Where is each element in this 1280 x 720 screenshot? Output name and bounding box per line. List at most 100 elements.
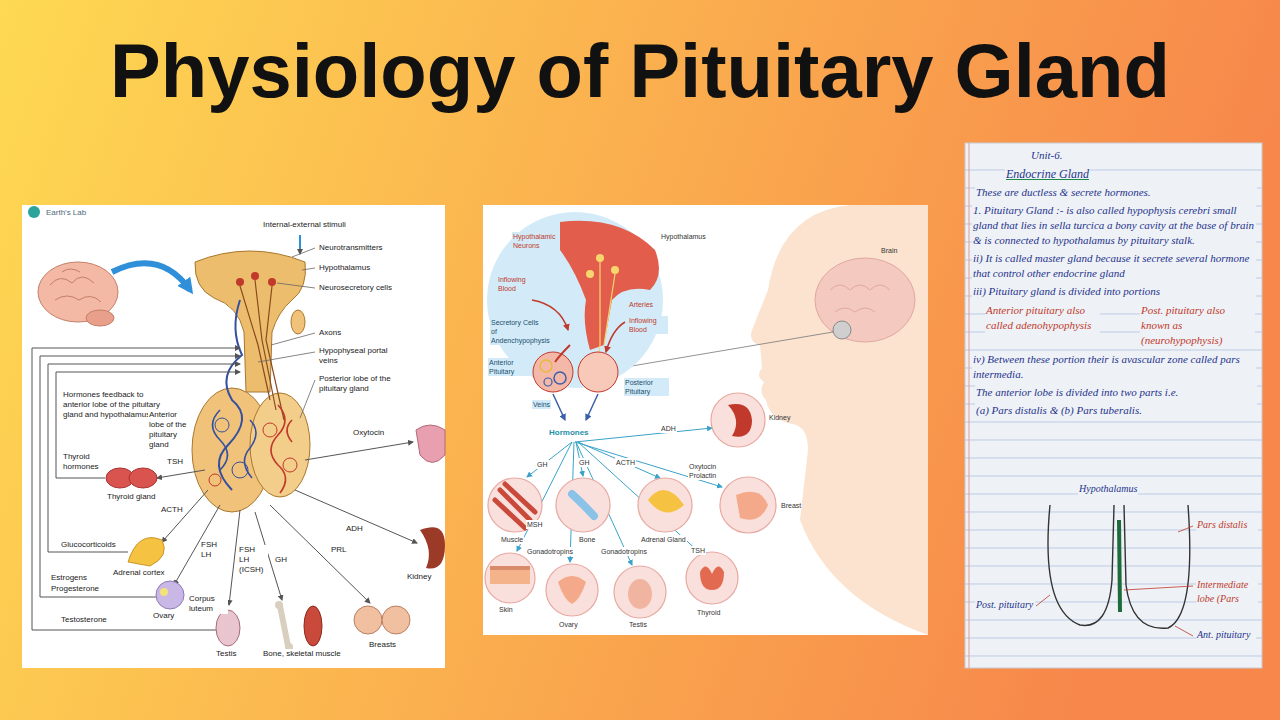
figure-label: Arteries: [628, 300, 654, 309]
stimuli-arrow: [299, 235, 301, 254]
figure-label: Inflowing Blood: [497, 275, 537, 293]
art-path: [416, 425, 445, 463]
organ-illustrations: [106, 425, 445, 651]
art-circle: [485, 553, 535, 603]
art-rect: [22, 205, 445, 668]
art-rect: [483, 205, 928, 635]
sketch-label: Post. pituitary: [975, 598, 1035, 612]
art-path: [40, 356, 240, 597]
art-circle: [586, 270, 594, 278]
pituitary-locator: [833, 321, 851, 339]
art-path: [157, 470, 205, 478]
figure-label: Neurotransmitters: [318, 243, 384, 253]
art-ellipse: [216, 610, 240, 646]
art-line: [1124, 586, 1193, 590]
figure-label: Hypothalamus: [660, 232, 707, 241]
art-path: [271, 405, 292, 493]
note-text: (a) Pars distalis & (b) Pars tuberalis.: [975, 403, 1257, 418]
figure-label: Breast: [780, 501, 802, 510]
figure-label: Bone, skeletal muscle: [262, 649, 342, 659]
art-path: [736, 492, 768, 520]
leader-lines: [258, 248, 315, 418]
feedback-lines: [32, 348, 240, 630]
art-circle: [556, 478, 610, 532]
art-ellipse: [628, 579, 652, 609]
figure-label: GH: [274, 555, 288, 565]
figure-label: Thyroid gland: [106, 492, 156, 502]
pituitary-illustration: [192, 251, 310, 512]
art-rect: [965, 143, 1262, 668]
art-path: [270, 505, 370, 603]
art-circle: [236, 278, 244, 286]
figure-label: Neurosecretory cells: [318, 283, 393, 293]
art-path: [598, 262, 615, 360]
art-circle: [611, 266, 619, 274]
figure-label: Oxytocin: [688, 462, 717, 471]
art-circle: [251, 272, 259, 280]
art-path: [648, 490, 684, 512]
logo-icon: [28, 206, 40, 218]
figure-label: Skin: [498, 605, 514, 614]
figure-label: Posterior lobe of the pituitary gland: [318, 374, 398, 394]
art-path: [558, 576, 586, 604]
art-path: [586, 394, 598, 420]
hormone-arrows: [157, 442, 417, 605]
zoom-circle: [487, 212, 663, 388]
intermediate-lobe-mark: [1119, 520, 1120, 612]
art-path: [213, 410, 257, 478]
note-text: iii) Pituitary gland is divided into por…: [972, 284, 1256, 299]
art-line: [965, 440, 1262, 441]
art-line: [965, 476, 1262, 477]
figure-label: Kidney: [406, 572, 432, 582]
art-circle: [686, 552, 738, 604]
sketch-label: Ant. pituitary: [1196, 628, 1256, 642]
art-path: [700, 566, 724, 590]
art-rect: [490, 570, 530, 584]
figure-label: Hypophyseal portal veins: [318, 346, 398, 366]
figure-label: ACTH: [160, 505, 184, 515]
art-path: [606, 322, 625, 352]
art-path: [162, 490, 208, 542]
art-circle: [160, 588, 168, 596]
figure-label: Brain: [880, 246, 898, 255]
art-path: [830, 285, 890, 312]
art-path: [56, 372, 240, 478]
figure-label: GH: [578, 458, 591, 467]
figure-label: Inflowing Blood: [628, 316, 668, 334]
notebook-page: [965, 143, 1262, 668]
art-path: [271, 333, 315, 345]
art-line: [965, 422, 1262, 423]
art-path: [280, 606, 288, 646]
art-circle: [544, 378, 552, 386]
art-rect: [490, 566, 530, 570]
figure-label: Oxytocin: [352, 428, 385, 438]
art-ellipse: [86, 310, 114, 326]
art-ellipse: [304, 606, 322, 646]
zoom-arrow: [112, 263, 190, 290]
art-path: [50, 269, 101, 302]
art-path: [1048, 505, 1114, 625]
hormone-fan-lines: [517, 428, 722, 565]
figure-label: Glucocorticoids: [60, 540, 117, 550]
art-circle: [614, 566, 666, 618]
art-path: [258, 352, 315, 362]
art-path: [240, 280, 284, 420]
note-heading: Endocrine Gland: [1005, 166, 1090, 182]
figure-label: Ovary: [152, 611, 175, 621]
sketch-label: Hypothalamus: [1078, 482, 1138, 496]
art-path: [728, 404, 752, 437]
art-line: [1175, 626, 1193, 636]
page-title: Physiology of Pituitary Gland: [0, 26, 1280, 116]
note-text: Unit-6.: [1030, 148, 1063, 163]
pituitary-figure-panel: [22, 205, 445, 668]
art-path: [300, 380, 315, 418]
art-path: [277, 283, 315, 288]
figure-label: Adrenal cortex: [112, 568, 166, 578]
art-path: [575, 442, 722, 487]
art-circle: [156, 581, 184, 609]
figure-label: Corpus luteum: [188, 594, 228, 614]
art-line: [965, 656, 1262, 657]
art-circle: [275, 601, 283, 609]
